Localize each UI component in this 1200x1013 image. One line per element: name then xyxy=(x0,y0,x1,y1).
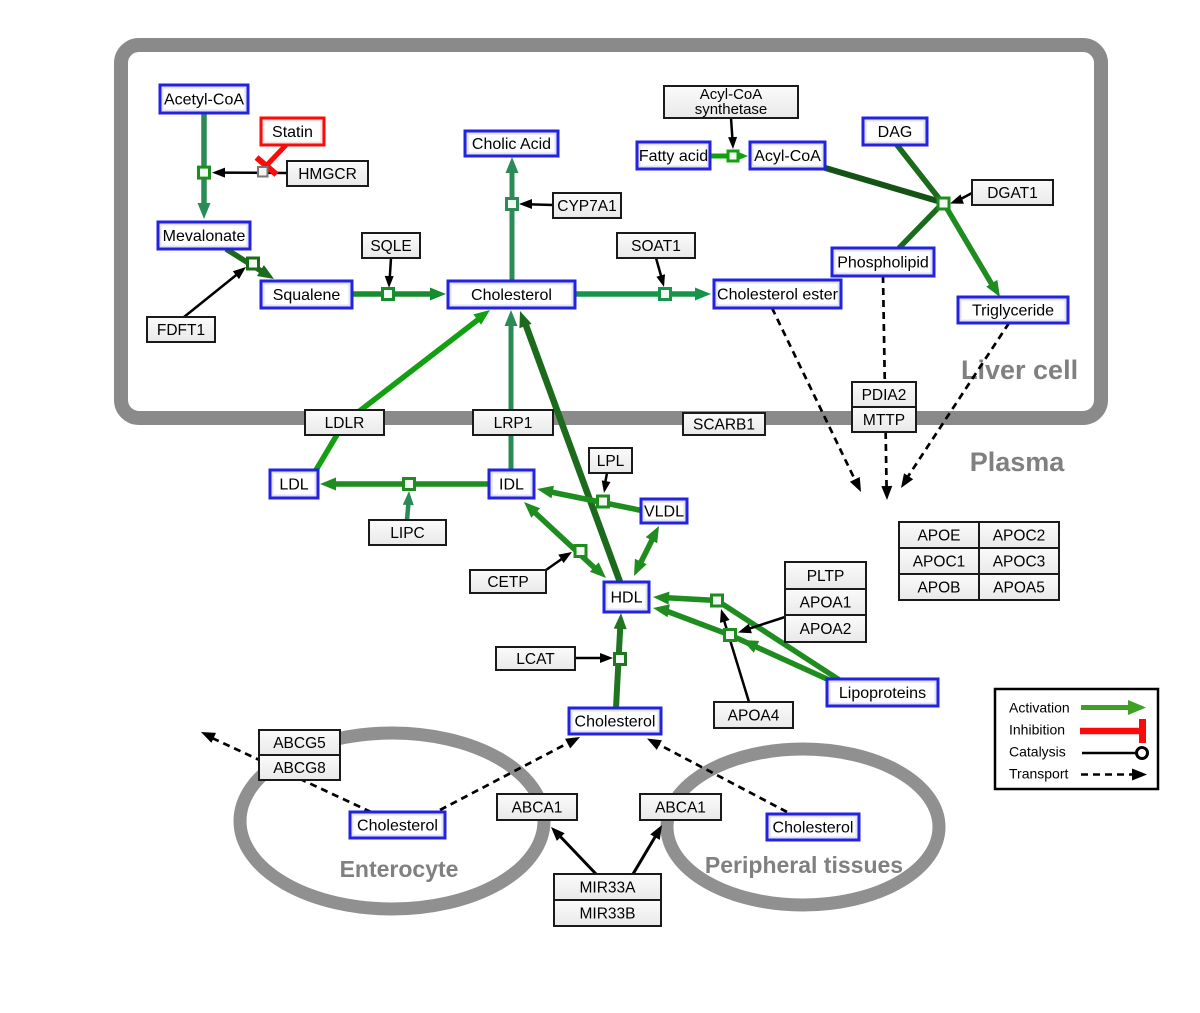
svg-text:Triglyceride: Triglyceride xyxy=(972,303,1054,320)
svg-text:Acetyl-CoA: Acetyl-CoA xyxy=(164,92,244,109)
svg-text:LRP1: LRP1 xyxy=(494,415,533,432)
svg-text:Acyl-CoA: Acyl-CoA xyxy=(700,86,763,103)
svg-text:Lipoproteins: Lipoproteins xyxy=(839,685,926,702)
svg-text:ABCG5: ABCG5 xyxy=(273,735,326,752)
svg-text:LPL: LPL xyxy=(597,453,625,470)
svg-text:DAG: DAG xyxy=(878,124,913,141)
svg-text:LDL: LDL xyxy=(279,477,308,494)
svg-text:Catalysis: Catalysis xyxy=(1009,744,1066,760)
svg-text:SCARB1: SCARB1 xyxy=(693,416,755,433)
svg-text:Cholesterol: Cholesterol xyxy=(471,287,552,304)
svg-text:MTTP: MTTP xyxy=(863,412,905,429)
svg-text:APOA1: APOA1 xyxy=(800,594,852,611)
svg-text:synthetase: synthetase xyxy=(695,101,768,118)
svg-text:LCAT: LCAT xyxy=(516,651,555,668)
svg-text:Phospholipid: Phospholipid xyxy=(837,255,929,272)
svg-text:Plasma: Plasma xyxy=(970,447,1066,477)
svg-text:APOB: APOB xyxy=(917,579,960,596)
svg-text:APOC2: APOC2 xyxy=(993,527,1046,544)
svg-text:Cholesterol ester: Cholesterol ester xyxy=(717,287,839,304)
svg-text:Cholesterol: Cholesterol xyxy=(773,820,854,837)
svg-text:Cholic Acid: Cholic Acid xyxy=(472,136,551,153)
svg-text:IDL: IDL xyxy=(499,477,524,494)
svg-text:APOA5: APOA5 xyxy=(993,579,1045,596)
svg-text:FDFT1: FDFT1 xyxy=(157,322,205,339)
svg-text:Transport: Transport xyxy=(1009,766,1069,782)
svg-text:ABCG8: ABCG8 xyxy=(273,760,326,777)
svg-text:DGAT1: DGAT1 xyxy=(987,185,1038,202)
svg-text:APOA4: APOA4 xyxy=(728,707,780,724)
svg-text:Enterocyte: Enterocyte xyxy=(340,856,459,882)
svg-text:Inhibition: Inhibition xyxy=(1009,722,1065,738)
svg-text:MIR33A: MIR33A xyxy=(580,879,637,896)
svg-text:ABCA1: ABCA1 xyxy=(655,799,706,816)
svg-text:MIR33B: MIR33B xyxy=(580,905,636,922)
svg-text:ABCA1: ABCA1 xyxy=(512,799,563,816)
svg-text:Mevalonate: Mevalonate xyxy=(163,228,246,245)
svg-text:PDIA2: PDIA2 xyxy=(862,387,907,404)
svg-text:CETP: CETP xyxy=(487,574,528,591)
svg-text:Fatty acid: Fatty acid xyxy=(639,148,708,165)
svg-text:PLTP: PLTP xyxy=(807,568,845,585)
svg-text:Activation: Activation xyxy=(1009,700,1070,716)
svg-text:Cholesterol: Cholesterol xyxy=(575,714,656,731)
svg-text:APOE: APOE xyxy=(917,527,960,544)
svg-text:Squalene: Squalene xyxy=(273,287,341,304)
svg-text:SQLE: SQLE xyxy=(370,238,411,255)
svg-text:CYP7A1: CYP7A1 xyxy=(557,198,616,215)
svg-text:LDLR: LDLR xyxy=(325,415,365,432)
svg-text:SOAT1: SOAT1 xyxy=(631,238,681,255)
svg-text:Cholesterol: Cholesterol xyxy=(357,818,438,835)
svg-text:APOA2: APOA2 xyxy=(800,621,852,638)
svg-text:Statin: Statin xyxy=(272,124,313,141)
svg-text:APOC3: APOC3 xyxy=(993,553,1046,570)
svg-text:APOC1: APOC1 xyxy=(913,553,966,570)
svg-text:HDL: HDL xyxy=(610,590,642,607)
svg-text:Liver cell: Liver cell xyxy=(961,355,1078,385)
svg-text:VLDL: VLDL xyxy=(644,504,684,521)
svg-text:HMGCR: HMGCR xyxy=(298,166,357,183)
svg-text:Peripheral tissues: Peripheral tissues xyxy=(705,852,903,878)
svg-text:LIPC: LIPC xyxy=(390,525,424,542)
svg-text:Acyl-CoA: Acyl-CoA xyxy=(754,148,821,165)
